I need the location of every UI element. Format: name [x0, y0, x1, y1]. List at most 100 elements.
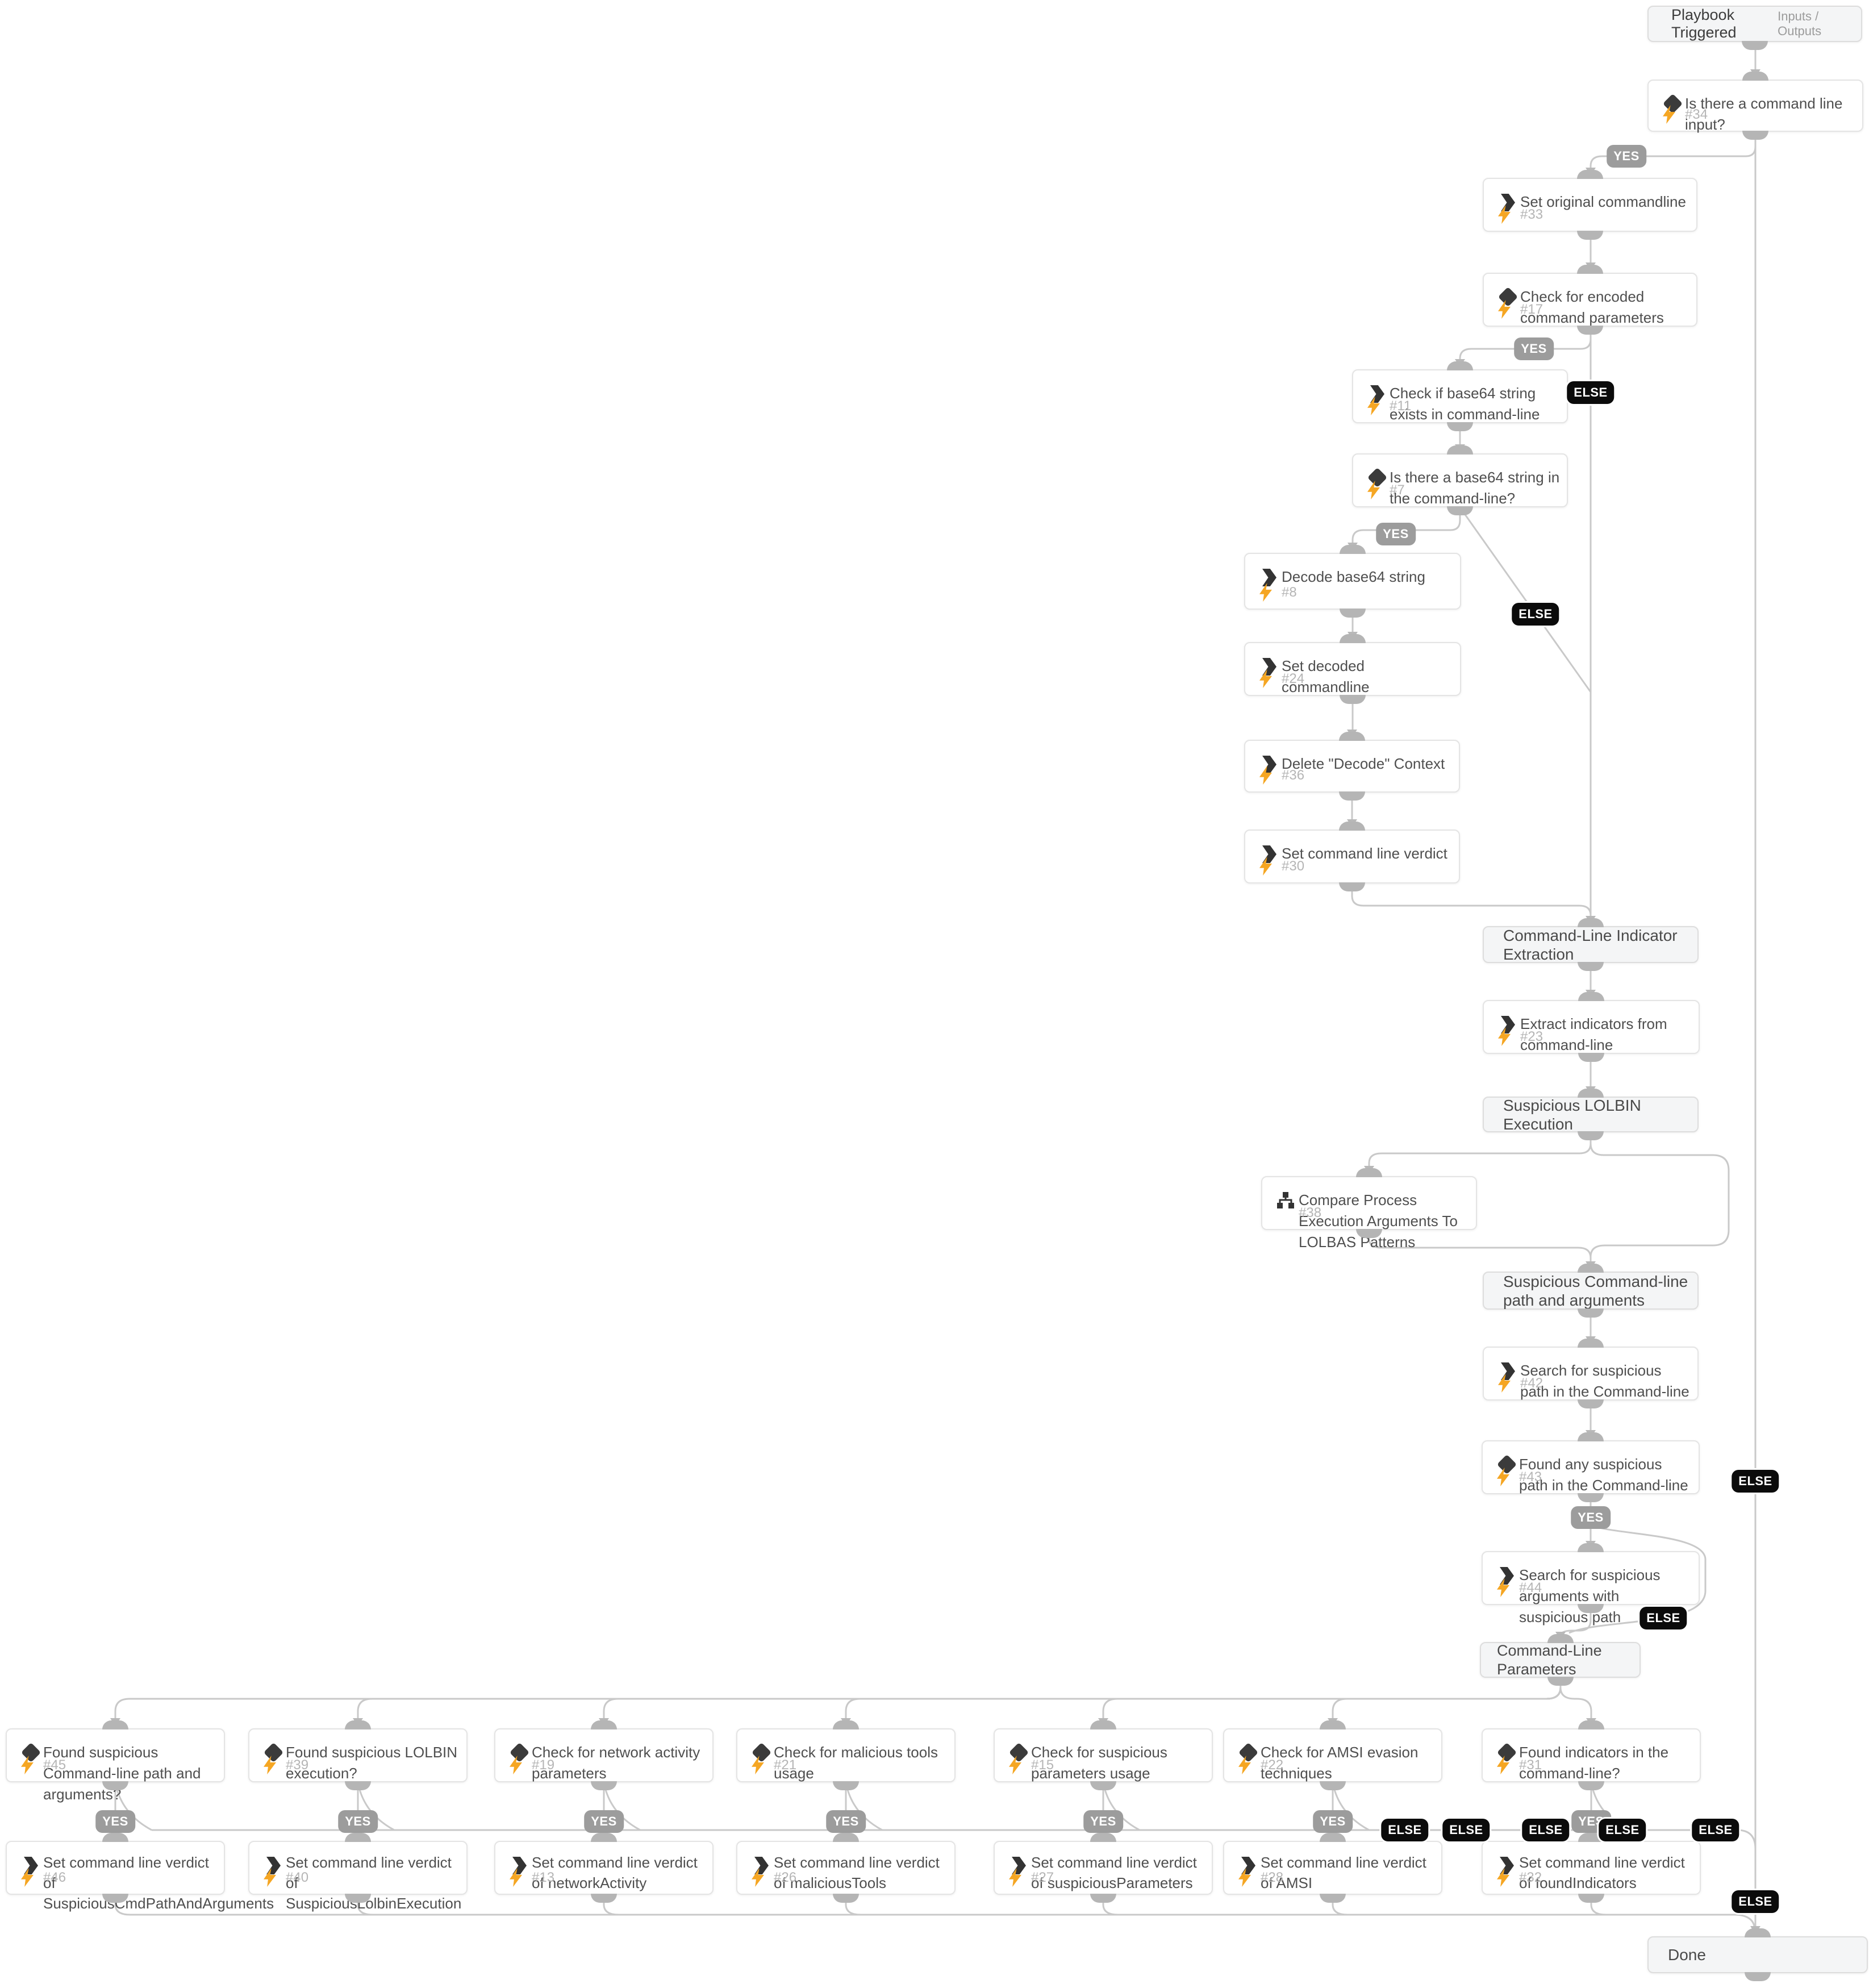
- condition-diamond-icon: [1496, 1742, 1517, 1763]
- condition-check-malicious-tools[interactable]: Check for malicious tools usage #21: [736, 1720, 956, 1790]
- branch-label-yes: YES: [95, 1810, 135, 1833]
- condition-diamond-icon: [1662, 93, 1683, 114]
- node-id: #13: [532, 1870, 555, 1885]
- node-title: Set command line verdict of AMSI: [1261, 1854, 1426, 1891]
- node-id: #32: [1519, 1870, 1542, 1885]
- condition-diamond-icon: [1008, 1742, 1029, 1763]
- condition-found-suspicious-lolbin[interactable]: Found suspicious LOLBIN execution? #39: [248, 1720, 468, 1790]
- node-id: #19: [532, 1757, 555, 1773]
- task-delete-decode-context[interactable]: Delete "Decode" Context #36: [1244, 732, 1460, 801]
- node-title: Is there a command line input?: [1685, 95, 1843, 133]
- automation-task-icon: [266, 1857, 281, 1874]
- node-title: Check for encoded command parameters: [1520, 288, 1664, 326]
- section-suspicious-lolbin-execution[interactable]: Suspicious LOLBIN Execution: [1483, 1089, 1699, 1140]
- automation-task-icon: [1500, 1567, 1514, 1585]
- automation-task-icon: [1241, 1857, 1255, 1874]
- task-extract-indicators[interactable]: Extract indicators from command-line #23: [1483, 992, 1700, 1062]
- task-check-base64-exists[interactable]: Check if base64 string exists in command…: [1352, 361, 1568, 431]
- automation-task-icon: [1501, 194, 1515, 211]
- section-title: Suspicious LOLBIN Execution: [1503, 1096, 1641, 1133]
- task-set-decoded-commandline[interactable]: Set decoded commandline #24: [1244, 634, 1461, 704]
- node-title: Check for network activity parameters: [532, 1744, 700, 1782]
- node-id: #34: [1685, 107, 1708, 122]
- section-title: Command-Line Parameters: [1497, 1641, 1602, 1678]
- automation-task-icon: [1012, 1857, 1026, 1874]
- node-id: #26: [774, 1870, 797, 1885]
- task-set-original-commandline[interactable]: Set original commandline #33: [1483, 170, 1697, 240]
- task-verdict-suspicious-cmd-path-args[interactable]: Set command line verdict of SuspiciousCm…: [6, 1833, 274, 1912]
- section-suspicious-command-line-path[interactable]: Suspicious Command-line path and argumen…: [1483, 1264, 1699, 1318]
- node-title: Found suspicious Command-line path and a…: [43, 1744, 201, 1803]
- node-title: Set original commandline: [1520, 193, 1686, 210]
- task-verdict-suspicious-lolbin[interactable]: Set command line verdict of SuspiciousLo…: [248, 1833, 468, 1912]
- node-id: #21: [774, 1757, 797, 1773]
- node-title: Check for malicious tools usage: [774, 1744, 938, 1782]
- node-title: Compare Process Execution Arguments To L…: [1299, 1191, 1458, 1251]
- condition-check-network-activity[interactable]: Check for network activity parameters #1…: [494, 1720, 714, 1790]
- node-id: #8: [1282, 585, 1297, 600]
- condition-check-encoded-command-parameters[interactable]: Check for encoded command parameters #17: [1483, 265, 1697, 335]
- branch-label-yes: YES: [1607, 145, 1646, 168]
- condition-diamond-icon: [20, 1742, 41, 1763]
- node-id: #15: [1031, 1757, 1054, 1773]
- node-id: #30: [1282, 858, 1305, 874]
- node-title: Set command line verdict of maliciousToo…: [774, 1854, 940, 1891]
- condition-is-there-command-line-input[interactable]: Is there a command line input? #34: [1647, 72, 1863, 140]
- node-id: #46: [43, 1870, 66, 1885]
- automation-task-icon: [1500, 1857, 1514, 1874]
- task-verdict-malicious-tools[interactable]: Set command line verdict of maliciousToo…: [736, 1833, 956, 1903]
- node-title: Set command line verdict of suspiciousPa…: [1031, 1854, 1197, 1891]
- branch-label-else: ELSE: [1692, 1819, 1739, 1841]
- task-verdict-suspicious-parameters[interactable]: Set command line verdict of suspiciousPa…: [994, 1833, 1213, 1903]
- node-id: #42: [1520, 1376, 1543, 1391]
- task-search-suspicious-path[interactable]: Search for suspicious path in the Comman…: [1483, 1339, 1699, 1408]
- section-title: Suspicious Command-line path and argumen…: [1503, 1272, 1688, 1309]
- node-title: Search for suspicious path in the Comman…: [1520, 1362, 1689, 1400]
- node-title: Is there a base64 string in the command-…: [1390, 469, 1560, 507]
- condition-found-suspicious-path[interactable]: Found any suspicious path in the Command…: [1482, 1432, 1700, 1502]
- section-command-line-parameters[interactable]: Command-Line Parameters: [1480, 1634, 1641, 1686]
- automation-task-icon: [1262, 569, 1276, 586]
- node-id: #23: [1520, 1029, 1543, 1044]
- task-verdict-network-activity[interactable]: Set command line verdict of networkActiv…: [494, 1833, 714, 1903]
- inputs-outputs-link[interactable]: Inputs / Outputs: [1778, 9, 1822, 38]
- node-title: Check if base64 string exists in command…: [1390, 385, 1540, 423]
- task-verdict-amsi[interactable]: Set command line verdict of AMSI #28: [1223, 1833, 1442, 1903]
- node-title: Search for suspicious arguments with sus…: [1519, 1566, 1661, 1626]
- condition-check-suspicious-parameters[interactable]: Check for suspicious parameters usage #1…: [994, 1720, 1213, 1790]
- condition-found-suspicious-cmd-path-args[interactable]: Found suspicious Command-line path and a…: [6, 1720, 225, 1803]
- task-search-suspicious-arguments[interactable]: Search for suspicious arguments with sus…: [1482, 1543, 1700, 1626]
- branch-label-else: ELSE: [1599, 1819, 1646, 1841]
- node-title: Extract indicators from command-line: [1520, 1015, 1667, 1053]
- subplaybook-compare-lolbas-patterns[interactable]: Compare Process Execution Arguments To L…: [1261, 1168, 1477, 1251]
- branch-label-yes: YES: [1376, 523, 1416, 545]
- branch-label-else: ELSE: [1442, 1819, 1490, 1841]
- condition-diamond-icon: [1238, 1742, 1259, 1763]
- condition-found-indicators[interactable]: Found indicators in the command-line? #3…: [1482, 1720, 1701, 1790]
- playbook-triggered-header[interactable]: Playbook Triggered Inputs / Outputs: [1647, 6, 1862, 50]
- branch-label-yes: YES: [584, 1810, 624, 1833]
- node-id: #38: [1299, 1205, 1322, 1220]
- condition-diamond-icon: [1367, 467, 1388, 488]
- done-label: Done: [1668, 1946, 1706, 1964]
- section-command-line-indicator-extraction[interactable]: Command-Line Indicator Extraction: [1483, 918, 1699, 971]
- branch-label-yes: YES: [1083, 1810, 1123, 1833]
- node-id: #24: [1282, 671, 1305, 686]
- automation-task-icon: [1501, 1016, 1515, 1033]
- branch-label-yes: YES: [1313, 1810, 1353, 1833]
- task-verdict-found-indicators[interactable]: Set command line verdict of foundIndicat…: [1482, 1833, 1701, 1903]
- task-decode-base64-string[interactable]: Decode base64 string #8: [1244, 545, 1461, 618]
- node-title: Set command line verdict of foundIndicat…: [1519, 1854, 1685, 1891]
- node-id: #28: [1261, 1870, 1284, 1885]
- node-id: #44: [1519, 1580, 1542, 1595]
- node-title: Set command line verdict: [1282, 845, 1447, 862]
- branch-label-yes: YES: [338, 1810, 378, 1833]
- branch-label-else: ELSE: [1567, 381, 1614, 404]
- done-node[interactable]: Done: [1647, 1928, 1868, 1981]
- condition-check-amsi-evasion[interactable]: Check for AMSI evasion techniques #22: [1223, 1720, 1442, 1790]
- condition-is-there-base64-string[interactable]: Is there a base64 string in the command-…: [1352, 445, 1568, 515]
- task-set-command-line-verdict[interactable]: Set command line verdict #30: [1244, 822, 1460, 891]
- automation-task-icon: [1501, 1362, 1515, 1380]
- node-title: Set command line verdict of SuspiciousCm…: [43, 1854, 274, 1912]
